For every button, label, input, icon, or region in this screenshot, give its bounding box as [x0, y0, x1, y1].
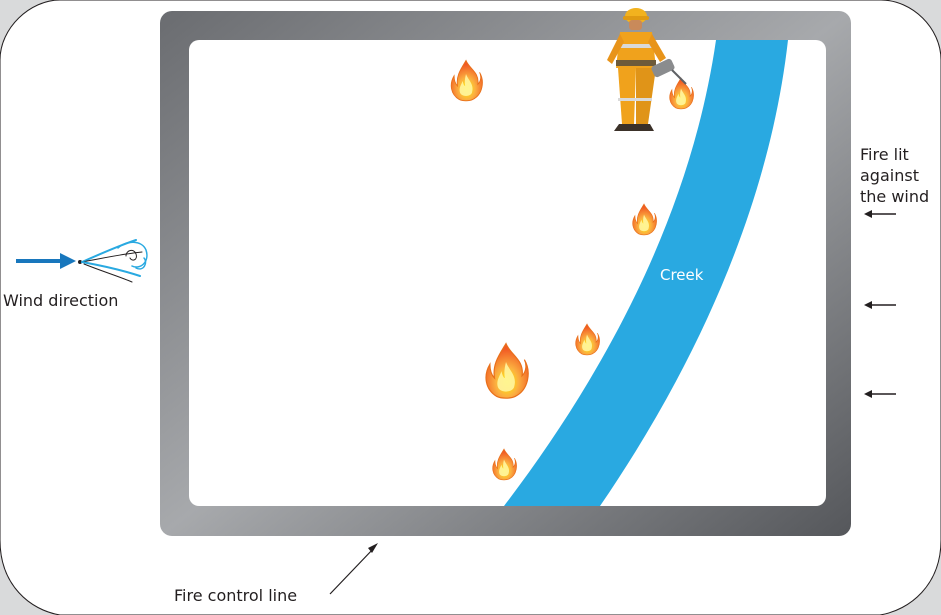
fire-control-line-label: Fire control line — [174, 586, 297, 605]
fire-lit-label-line-2: against — [860, 166, 919, 185]
creek-label: Creek — [660, 266, 704, 284]
fire-lit-label-line-3: the wind — [860, 187, 929, 206]
fire-lit-label-line-1: Fire lit — [860, 145, 909, 164]
wind-direction-label: Wind direction — [3, 291, 118, 310]
